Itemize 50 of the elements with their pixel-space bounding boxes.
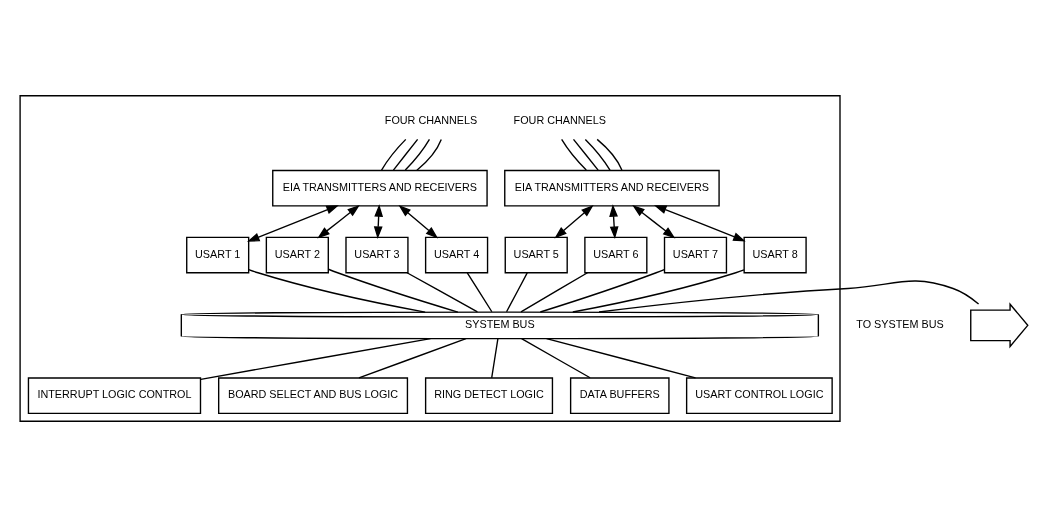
connector <box>248 268 426 313</box>
connector <box>505 271 528 312</box>
node-box: EIA TRANSMITTERS AND RECEIVERS <box>504 169 720 207</box>
arrow <box>398 204 439 238</box>
node-label: TO SYSTEM BUS <box>856 317 944 330</box>
connector <box>404 138 431 171</box>
connector <box>572 268 745 313</box>
node-box: USART 4 <box>424 236 489 273</box>
connector <box>327 268 459 313</box>
node-box: USART 5 <box>504 236 568 273</box>
node-text: FOUR CHANNELS <box>384 113 478 126</box>
connector <box>520 337 591 378</box>
node-box: USART 7 <box>663 236 728 273</box>
node-box: INTERRUPT LOGIC CONTROL <box>27 376 202 414</box>
node-box: BOARD SELECT AND BUS LOGIC <box>218 376 409 414</box>
arrow <box>373 203 384 239</box>
node-box: USART 3 <box>345 236 409 273</box>
node-box: USART 1 <box>186 236 250 273</box>
connector <box>200 337 432 380</box>
node-box: USART 8 <box>743 236 807 273</box>
connector <box>358 337 467 379</box>
connector <box>539 268 665 313</box>
arrow <box>632 204 676 238</box>
connector <box>598 279 980 313</box>
node-box: EIA TRANSMITTERS AND RECEIVERS <box>272 169 488 207</box>
connector <box>572 138 599 171</box>
cluster <box>19 94 841 422</box>
connector <box>406 271 479 313</box>
connector <box>596 138 623 171</box>
arrow <box>317 204 360 238</box>
connector <box>392 138 419 171</box>
node-box: USART 2 <box>265 236 329 273</box>
node-box: USART CONTROL LOGIC <box>685 376 833 414</box>
node-box: DATA BUFFERS <box>569 376 670 414</box>
connector <box>380 138 407 171</box>
node-arrow <box>970 301 1029 348</box>
node-box: USART 6 <box>584 236 648 273</box>
connector <box>491 337 499 378</box>
connector <box>520 271 589 313</box>
arrow <box>554 204 594 238</box>
node-box: RING DETECT LOGIC <box>424 376 554 414</box>
arrow <box>609 203 619 239</box>
arrow <box>247 204 339 242</box>
connector <box>545 337 697 379</box>
connector <box>466 271 493 312</box>
connector <box>584 138 611 171</box>
arrow <box>653 204 746 241</box>
connector <box>560 138 587 171</box>
connector <box>416 138 442 171</box>
node-text: FOUR CHANNELS <box>513 113 607 126</box>
